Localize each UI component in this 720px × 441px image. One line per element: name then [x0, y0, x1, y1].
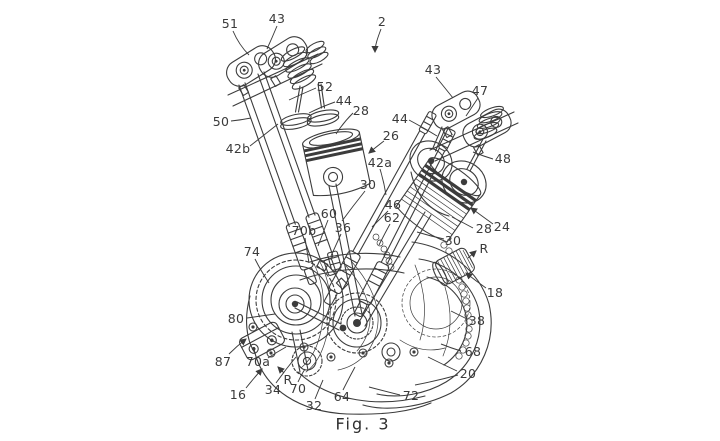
rear-chain-links — [440, 241, 473, 360]
center-chain-links — [372, 233, 395, 271]
callout-32: 32 — [305, 397, 323, 413]
callout-48: 48 — [494, 150, 512, 166]
front-rocker-arm-1 — [226, 45, 276, 97]
callout-52: 52 — [316, 78, 334, 94]
callout-2: 2 — [377, 13, 387, 29]
callout-72: 72 — [402, 387, 420, 403]
crankshaft-gear — [326, 292, 388, 354]
callout-26: 26 — [382, 127, 400, 143]
rear-valve-spring — [473, 105, 504, 140]
callout-62: 62 — [383, 209, 401, 225]
callout-24: 24 — [493, 218, 511, 234]
front-valves — [280, 83, 340, 130]
callout-28-right: 28 — [475, 220, 493, 236]
callout-80: 80 — [227, 310, 245, 326]
callout-51: 51 — [221, 15, 239, 31]
callout-43-left: 43 — [268, 10, 286, 26]
callout-36: 36 — [334, 219, 352, 235]
callout-68: 68 — [464, 343, 482, 359]
front-cylinder-head — [226, 36, 340, 130]
callout-43-right: 43 — [424, 61, 442, 77]
callout-70b: 70b — [291, 222, 317, 238]
callout-18: 18 — [486, 284, 504, 300]
figure-caption: Fig. 3 — [335, 414, 391, 434]
crankcase — [239, 241, 492, 415]
callout-42b: 42b — [225, 140, 251, 156]
rear-piston — [358, 157, 482, 327]
callout-42a: 42a — [367, 154, 393, 170]
callout-44-right: 44 — [391, 110, 409, 126]
callout-70: 70 — [289, 380, 307, 396]
camshaft-gear — [248, 252, 349, 348]
callout-70a: 70a — [245, 353, 271, 369]
callout-47: 47 — [471, 82, 489, 98]
callout-30-upper: 30 — [359, 176, 377, 192]
callout-64: 64 — [333, 388, 351, 404]
callout-20: 20 — [459, 365, 477, 381]
leader-lines — [228, 25, 494, 400]
front-rocker-arm-2 — [258, 36, 308, 88]
callout-74: 74 — [243, 243, 261, 259]
rear-balancer-gear — [401, 268, 471, 338]
callout-30-right: 30 — [444, 232, 462, 248]
callout-r-left: R — [283, 371, 293, 387]
front-valve-spring — [280, 40, 329, 90]
callout-60: 60 — [320, 205, 338, 221]
cam-chain — [300, 261, 379, 373]
front-pushrod-tubes — [238, 71, 337, 286]
callout-46: 46 — [384, 196, 402, 212]
output-shaft-knurl — [432, 247, 475, 287]
front-piston — [302, 128, 371, 317]
callout-r-right: R — [479, 240, 489, 256]
rear-rocker-arm-1 — [431, 90, 481, 139]
callout-34: 34 — [264, 381, 282, 397]
callout-28-left: 28 — [352, 102, 370, 118]
callout-16: 16 — [229, 386, 247, 402]
callout-44-left: 44 — [335, 92, 353, 108]
callout-87: 87 — [214, 353, 232, 369]
callout-50: 50 — [212, 113, 230, 129]
callout-38: 38 — [468, 312, 486, 328]
